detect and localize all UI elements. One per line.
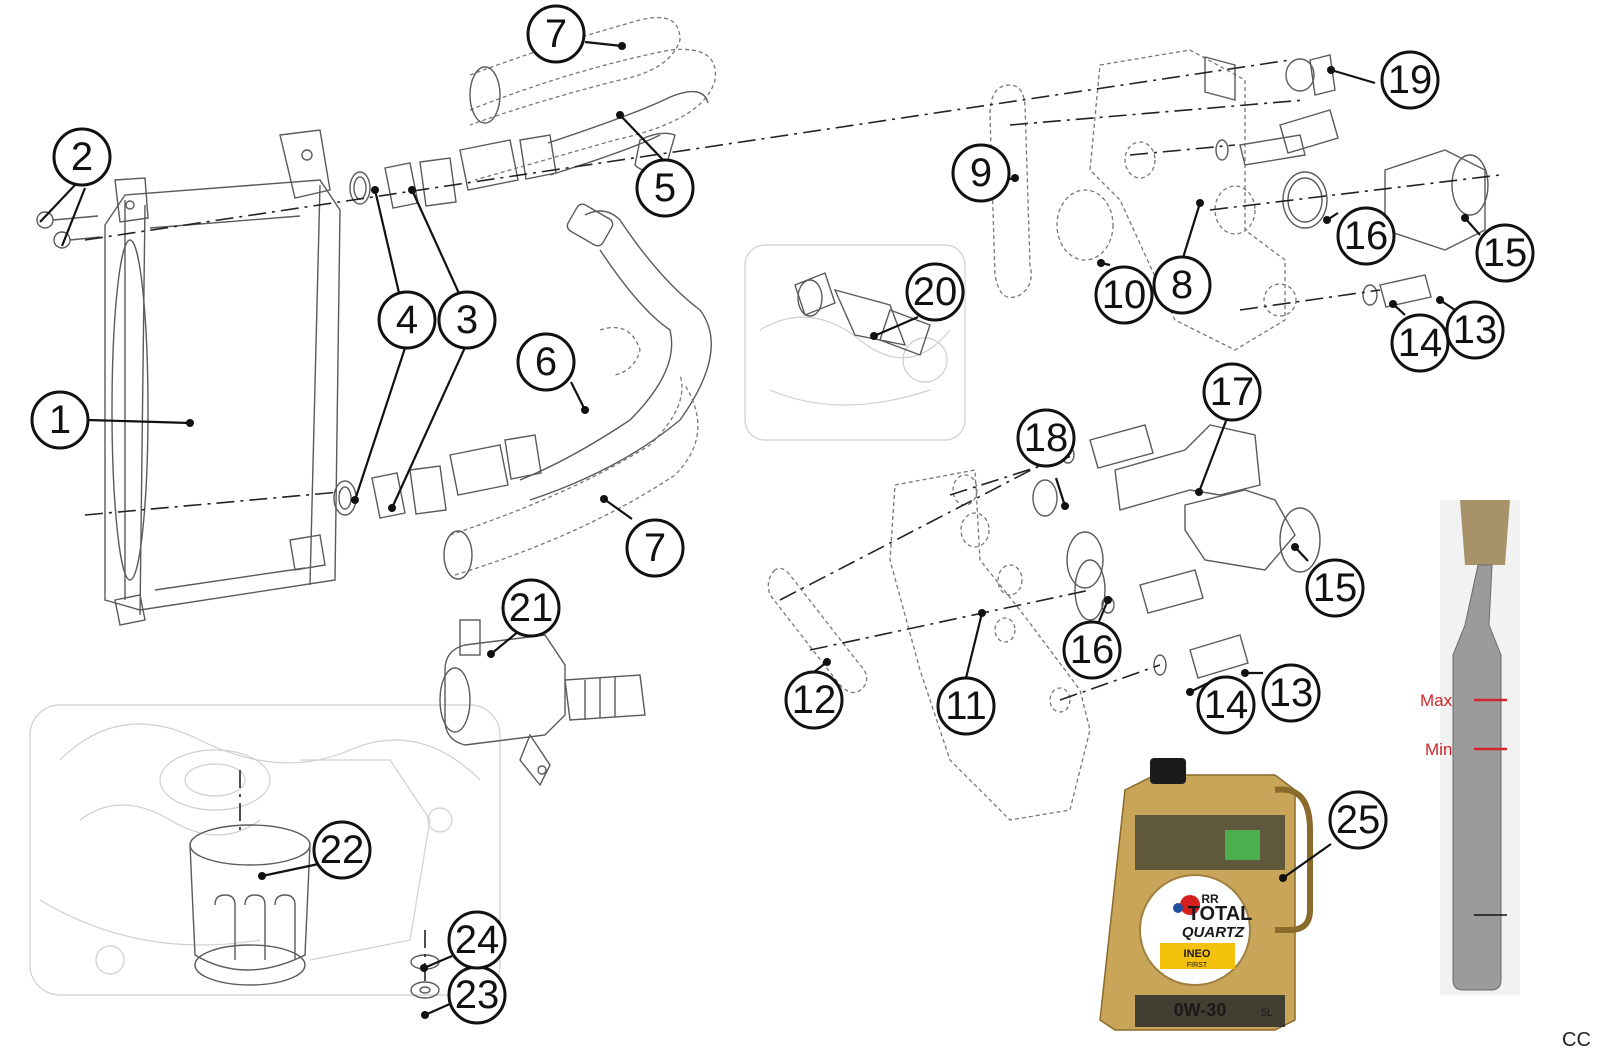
corner-label: CC	[1562, 1029, 1591, 1051]
engine-block-ghost	[29, 704, 501, 996]
svg-text:2: 2	[71, 135, 93, 179]
bottle-line: QUARTZ	[1182, 924, 1245, 941]
dipstick-min-label: Min	[1425, 740, 1452, 759]
leader-lines	[39, 40, 1481, 1017]
svg-text:12: 12	[792, 678, 837, 722]
svg-text:4: 4	[396, 298, 418, 342]
pressure-sensor	[794, 272, 931, 356]
svg-text:24: 24	[455, 918, 500, 962]
upper-hoses	[469, 16, 717, 181]
svg-text:16: 16	[1070, 628, 1115, 672]
oil-filter	[189, 770, 311, 986]
svg-text:11: 11	[945, 684, 987, 728]
callout-13-lower: 13	[1261, 663, 1321, 723]
svg-text:20: 20	[913, 270, 958, 314]
svg-text:6: 6	[535, 340, 557, 384]
sensor-mount-ghost	[744, 244, 966, 441]
upper-adapter-block	[989, 49, 1489, 351]
callout-25: 25	[1328, 790, 1388, 850]
bottle-sub: FIRST	[1187, 962, 1208, 969]
callout-13-upper: 13	[1445, 300, 1505, 360]
callout-7-lower: 7	[625, 518, 685, 578]
callout-1: 1	[30, 390, 90, 450]
callout-2: 2	[52, 127, 112, 187]
oil-bottle: RR TOTAL QUARTZ INEO FIRST 0W-30 5L	[1099, 758, 1313, 1031]
svg-text:19: 19	[1388, 58, 1433, 102]
svg-text:8: 8	[1171, 263, 1193, 307]
svg-text:16: 16	[1344, 214, 1389, 258]
solenoid-valve	[439, 619, 646, 787]
svg-text:17: 17	[1210, 370, 1255, 414]
callout-20: 20	[905, 262, 965, 322]
upper-axes	[84, 59, 1501, 516]
lower-adapter-block	[767, 424, 1321, 821]
callout-14-lower: 14	[1196, 675, 1256, 735]
svg-text:15: 15	[1313, 566, 1358, 610]
callout-12: 12	[784, 670, 844, 730]
callout-18: 18	[1016, 408, 1076, 468]
svg-text:7: 7	[545, 12, 567, 56]
callout-8: 8	[1152, 255, 1212, 315]
dipstick: Max Min	[1420, 500, 1520, 995]
callout-15-upper: 15	[1475, 223, 1535, 283]
leader-dots	[186, 42, 1469, 1019]
mounting-bolts	[36, 211, 101, 249]
bottle-brand: TOTAL	[1188, 903, 1253, 925]
callout-7-upper: 7	[526, 4, 586, 64]
svg-text:22: 22	[320, 828, 365, 872]
svg-text:7: 7	[644, 526, 666, 570]
callout-5: 5	[635, 158, 695, 218]
svg-text:5: 5	[654, 166, 676, 210]
callout-16-upper: 16	[1336, 206, 1396, 266]
oil-cooler	[104, 129, 341, 626]
svg-text:13: 13	[1269, 671, 1314, 715]
dipstick-max-label: Max	[1420, 691, 1453, 710]
svg-text:14: 14	[1398, 321, 1443, 365]
svg-text:14: 14	[1204, 683, 1249, 727]
svg-text:15: 15	[1483, 231, 1528, 275]
callout-6: 6	[516, 332, 576, 392]
lower-hoses	[443, 203, 712, 580]
svg-text:18: 18	[1024, 416, 1069, 460]
lower-fitting	[333, 434, 542, 519]
svg-text:23: 23	[455, 973, 500, 1017]
callout-14-upper: 14	[1390, 313, 1450, 373]
callout-22: 22	[312, 820, 372, 880]
svg-text:10: 10	[1102, 273, 1147, 317]
callout-3: 3	[437, 290, 497, 350]
callout-21: 21	[501, 578, 561, 638]
bottle-volume: 5L	[1261, 1007, 1273, 1019]
callout-4: 4	[377, 290, 437, 350]
callout-10: 10	[1094, 265, 1154, 325]
callout-19: 19	[1380, 50, 1440, 110]
svg-text:25: 25	[1336, 798, 1381, 842]
callout-23: 23	[447, 965, 507, 1025]
svg-text:3: 3	[456, 298, 478, 342]
callout-16-lower: 16	[1062, 620, 1122, 680]
upper-fitting	[349, 134, 557, 209]
svg-text:13: 13	[1453, 308, 1498, 352]
svg-text:21: 21	[509, 586, 554, 630]
callout-15-lower: 15	[1305, 558, 1365, 618]
callout-24: 24	[447, 910, 507, 970]
callout-9: 9	[951, 143, 1011, 203]
svg-text:9: 9	[970, 151, 992, 195]
bottle-variant: INEO	[1184, 948, 1211, 960]
callout-17: 17	[1202, 362, 1262, 422]
bottle-logo: RR	[1201, 892, 1219, 906]
bottle-grade: 0W-30	[1174, 1000, 1227, 1020]
svg-text:1: 1	[49, 398, 71, 442]
callout-11: 11	[936, 676, 996, 736]
